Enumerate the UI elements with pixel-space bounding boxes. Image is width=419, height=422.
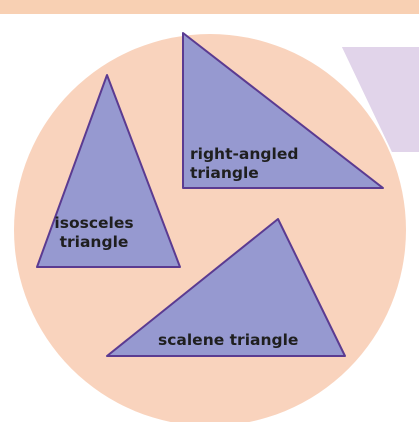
scalene-triangle-label: scalene triangle bbox=[158, 331, 299, 349]
isosceles-label-line1: isosceles bbox=[54, 214, 134, 232]
right-angled-triangle bbox=[182, 32, 384, 189]
top-bar bbox=[0, 0, 419, 14]
isosceles-label-line2: triangle bbox=[59, 233, 129, 251]
right-angled-label-line1: right-angled bbox=[190, 145, 299, 163]
isosceles-triangle-label: isosceles triangle bbox=[44, 214, 144, 252]
isosceles-triangle bbox=[36, 74, 181, 268]
scalene-triangle bbox=[106, 218, 346, 357]
lavender-card-edge bbox=[342, 47, 419, 152]
right-angled-triangle-label: right-angled triangle bbox=[190, 145, 298, 183]
right-angled-label-line2: triangle bbox=[190, 164, 259, 182]
